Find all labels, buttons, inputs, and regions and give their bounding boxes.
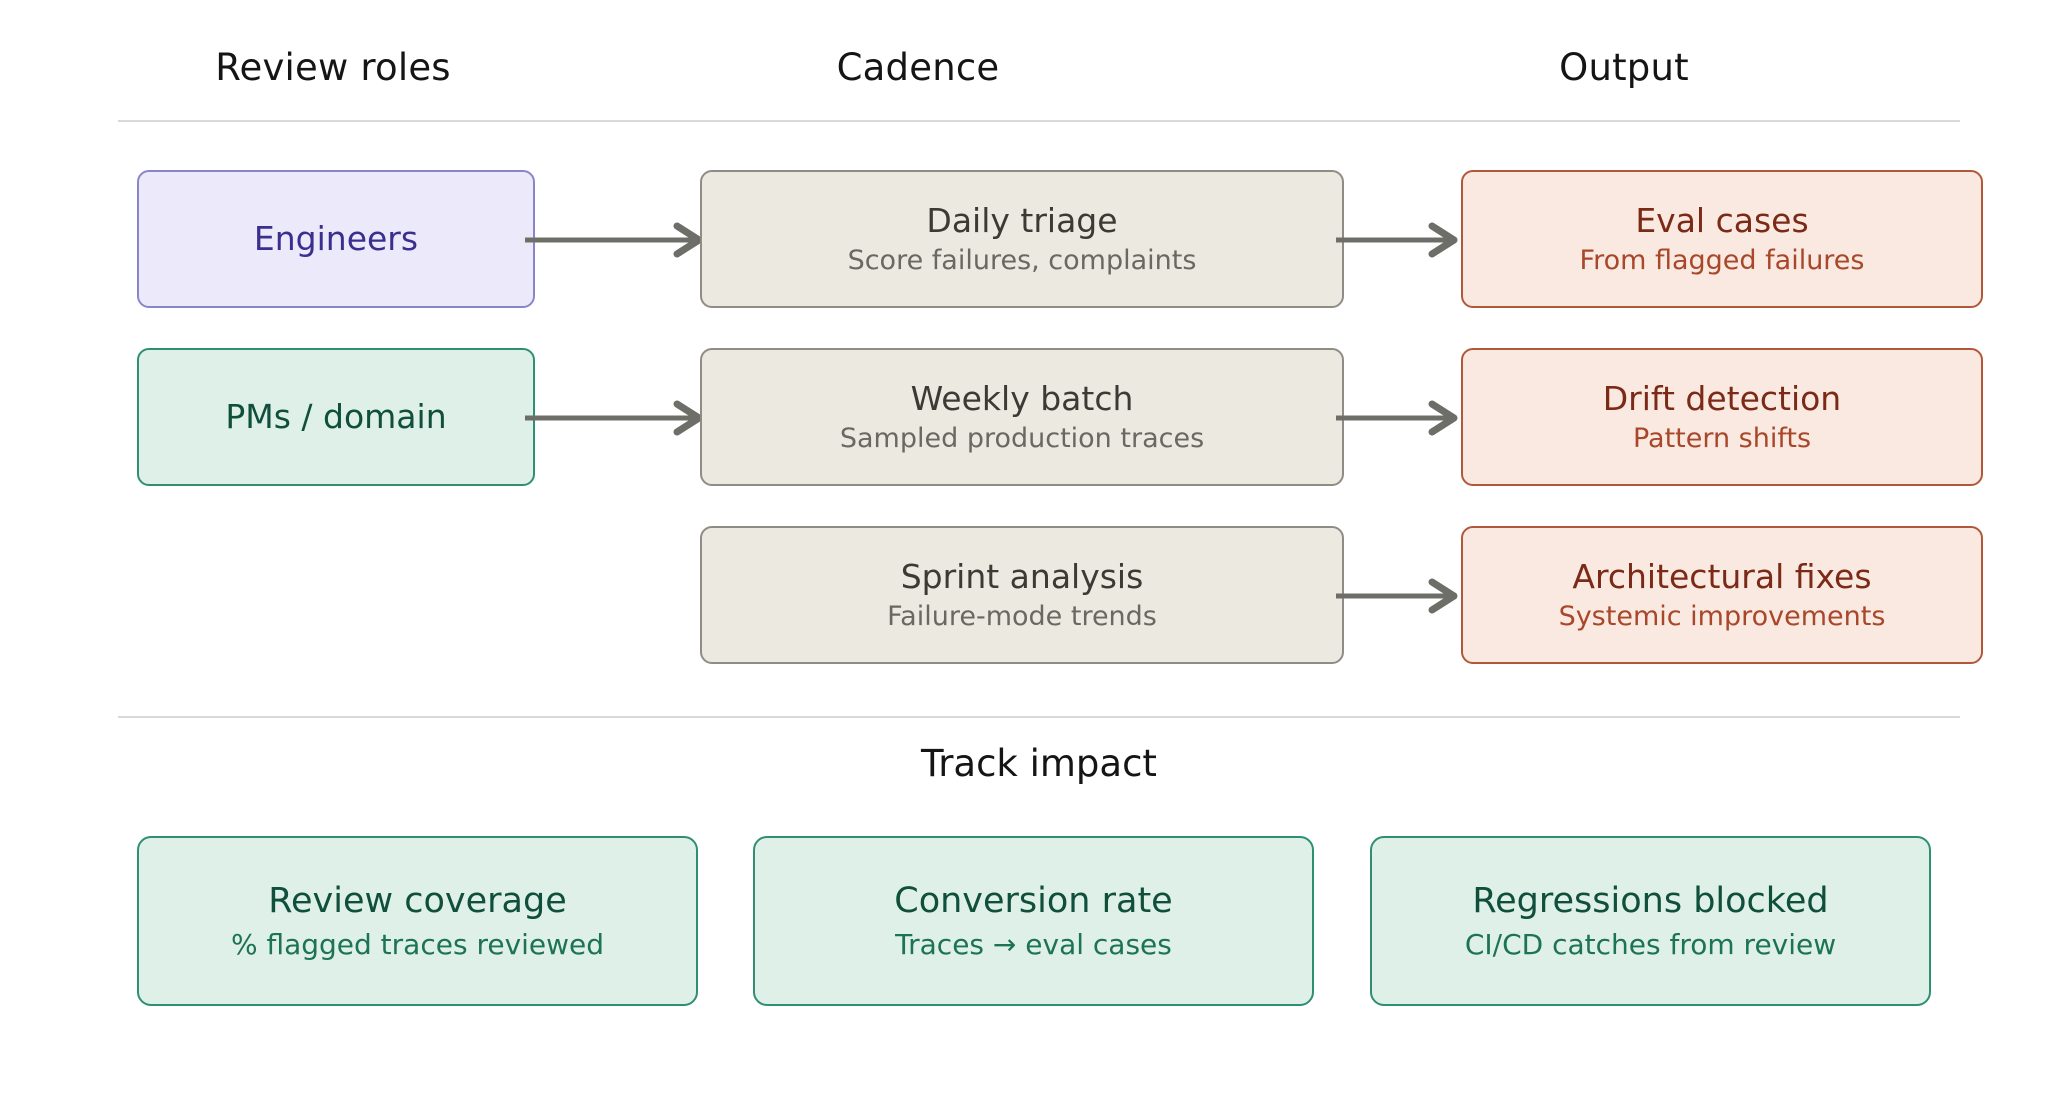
output-box-eval-cases-title: Eval cases: [1635, 200, 1809, 240]
column-header-review-roles: Review roles: [215, 45, 451, 89]
arrow-pms-to-weekly-batch: [525, 400, 711, 436]
column-header-row: Review roles Cadence Output: [118, 36, 1960, 98]
cadence-box-daily-triage[interactable]: Daily triage Score failures, complaints: [700, 170, 1344, 308]
metric-box-conversion-rate-title: Conversion rate: [894, 880, 1173, 921]
arrow-daily-triage-to-eval-cases: [1336, 222, 1466, 258]
header-divider: [118, 120, 1960, 122]
output-box-eval-cases[interactable]: Eval cases From flagged failures: [1461, 170, 1983, 308]
output-box-drift-detection-title: Drift detection: [1602, 378, 1842, 418]
cadence-box-weekly-batch-title: Weekly batch: [910, 378, 1134, 418]
arrow-weekly-batch-to-drift-detection: [1336, 400, 1466, 436]
metric-box-conversion-rate[interactable]: Conversion rate Traces → eval cases: [753, 836, 1314, 1006]
metric-box-review-coverage-title: Review coverage: [268, 880, 567, 921]
cadence-box-sprint-analysis[interactable]: Sprint analysis Failure-mode trends: [700, 526, 1344, 664]
metric-box-review-coverage-subtitle: % flagged traces reviewed: [230, 928, 605, 962]
arrow-sprint-analysis-to-architectural-fixes: [1336, 578, 1466, 614]
role-box-pms-domain[interactable]: PMs / domain: [137, 348, 535, 486]
metric-box-review-coverage[interactable]: Review coverage % flagged traces reviewe…: [137, 836, 698, 1006]
metric-box-regressions-blocked-title: Regressions blocked: [1472, 880, 1829, 921]
role-box-engineers[interactable]: Engineers: [137, 170, 535, 308]
impact-divider: [118, 716, 1960, 718]
output-box-architectural-fixes-title: Architectural fixes: [1572, 556, 1872, 596]
column-header-output: Output: [1559, 45, 1689, 89]
cadence-box-sprint-analysis-title: Sprint analysis: [900, 556, 1144, 596]
cadence-box-daily-triage-subtitle: Score failures, complaints: [847, 244, 1197, 276]
column-header-cadence: Cadence: [836, 45, 1000, 89]
arrow-engineers-to-daily-triage: [525, 222, 711, 258]
metric-box-regressions-blocked-subtitle: CI/CD catches from review: [1464, 928, 1837, 962]
cadence-box-sprint-analysis-subtitle: Failure-mode trends: [887, 600, 1157, 632]
metric-box-conversion-rate-subtitle: Traces → eval cases: [895, 928, 1172, 962]
output-box-drift-detection[interactable]: Drift detection Pattern shifts: [1461, 348, 1983, 486]
output-box-architectural-fixes-subtitle: Systemic improvements: [1558, 600, 1886, 632]
impact-section-title: Track impact: [921, 742, 1157, 785]
role-box-engineers-label: Engineers: [253, 218, 419, 258]
cadence-box-weekly-batch-subtitle: Sampled production traces: [839, 422, 1205, 454]
cadence-box-weekly-batch[interactable]: Weekly batch Sampled production traces: [700, 348, 1344, 486]
output-box-eval-cases-subtitle: From flagged failures: [1579, 244, 1865, 276]
metric-box-regressions-blocked[interactable]: Regressions blocked CI/CD catches from r…: [1370, 836, 1931, 1006]
cadence-box-daily-triage-title: Daily triage: [926, 200, 1118, 240]
output-box-drift-detection-subtitle: Pattern shifts: [1632, 422, 1812, 454]
role-box-pms-domain-label: PMs / domain: [225, 396, 447, 436]
output-box-architectural-fixes[interactable]: Architectural fixes Systemic improvement…: [1461, 526, 1983, 664]
